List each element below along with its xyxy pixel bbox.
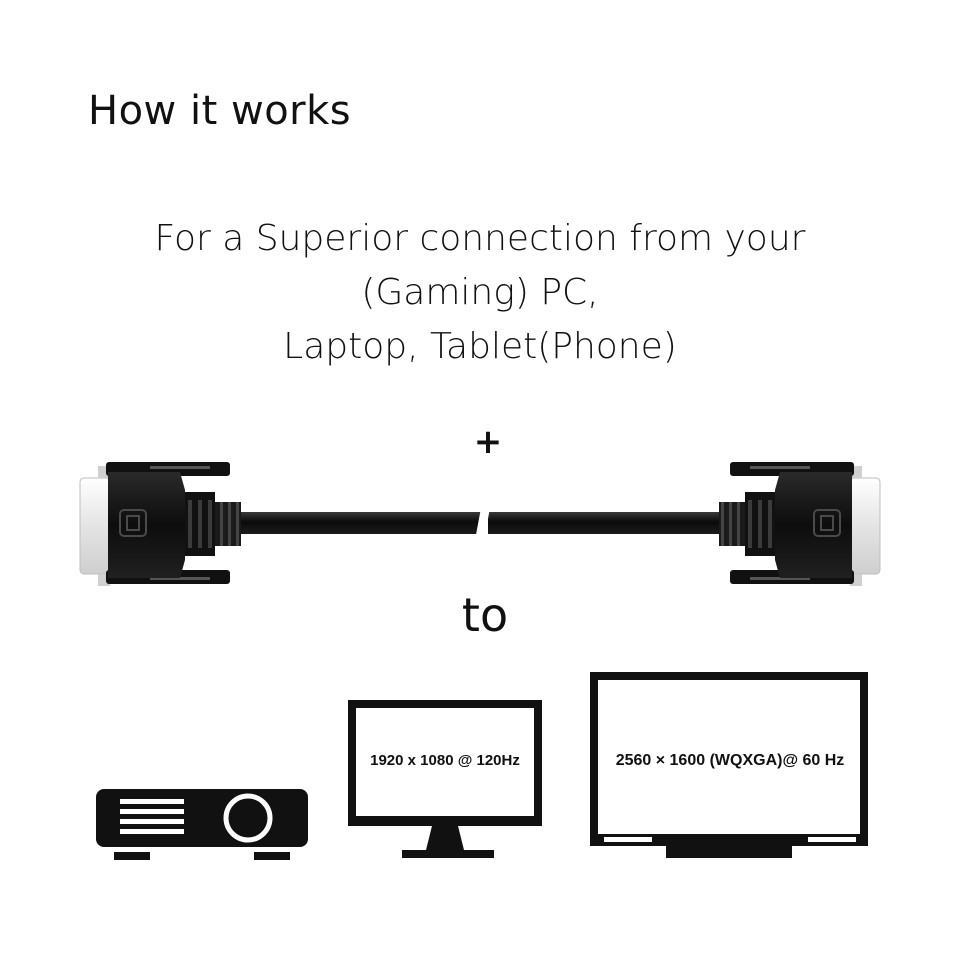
projector-icon [96, 789, 308, 860]
plus-sign: + [473, 422, 503, 462]
page-heading: How it works [88, 88, 352, 134]
right-connector [719, 462, 881, 586]
tv-resolution-label: 2560 × 1600 (WQXGA)@ 60 Hz [615, 752, 845, 769]
tv-icon [590, 672, 868, 858]
cable-break [475, 508, 490, 540]
monitor-resolution-label: 1920 x 1080 @ 120Hz [370, 752, 520, 769]
devices-row [96, 672, 868, 860]
tagline-line-1: For a Superior connection from your [154, 218, 806, 259]
dvi-cable-icon [79, 462, 881, 586]
tagline-line-2: (Gaming) PC, [361, 272, 599, 313]
cable-right [488, 512, 720, 534]
tagline-line-3: Laptop, Tablet(Phone) [283, 326, 677, 367]
cable-left [238, 512, 484, 534]
left-connector [79, 462, 241, 586]
tagline: For a Superior connection from your (Gam… [0, 212, 960, 374]
monitor-icon [348, 700, 542, 858]
to-label: to [461, 588, 509, 642]
